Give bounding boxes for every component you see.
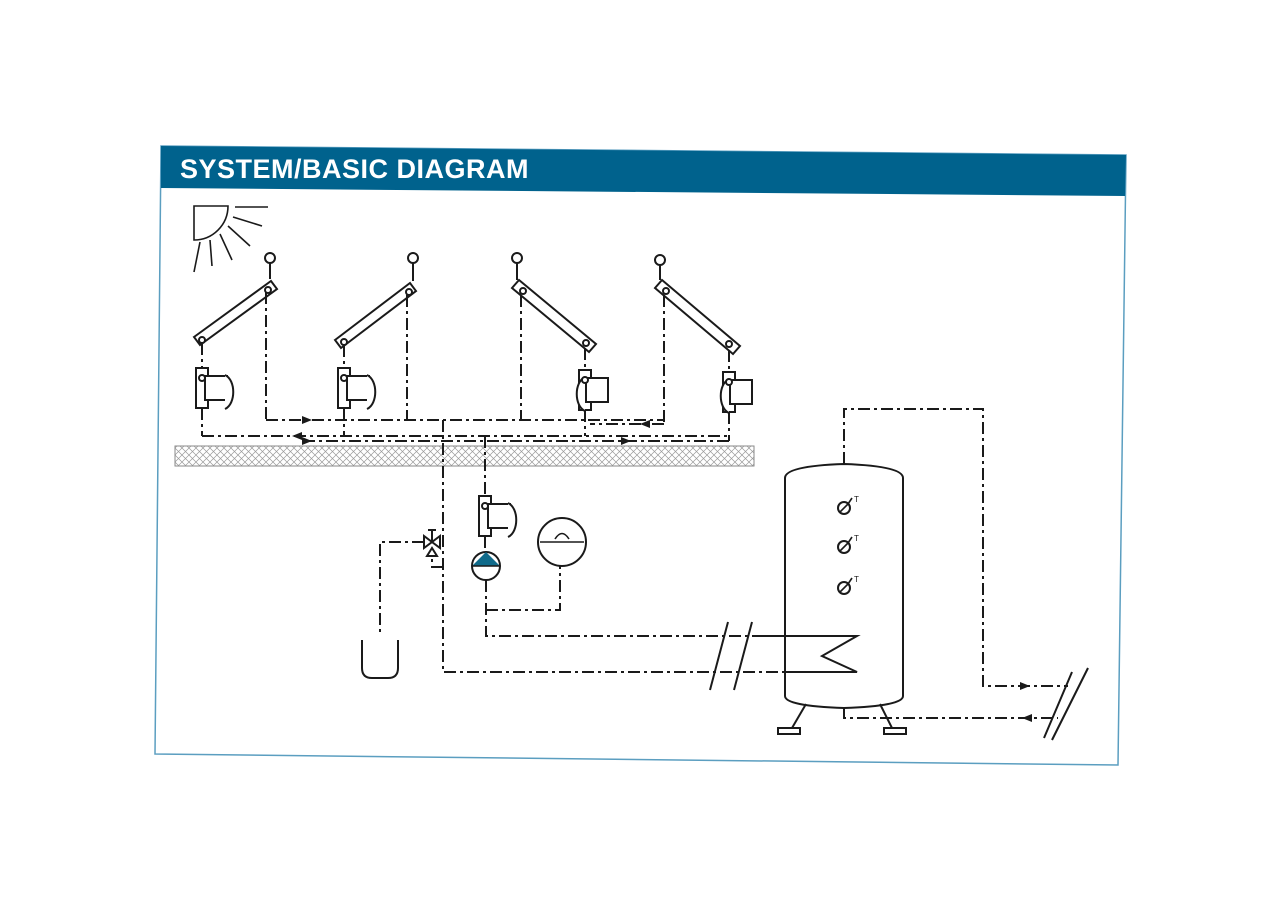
pump-icon — [471, 551, 501, 581]
collection-container-icon — [361, 640, 399, 679]
solar-collector-icon — [653, 254, 742, 356]
pipe-break-icon — [709, 621, 1089, 741]
solar-collector-icon — [333, 252, 419, 350]
hot-water-pipe — [843, 408, 1068, 687]
return-header-pipe — [266, 419, 664, 425]
svg-text:T: T — [854, 575, 859, 584]
solar-collector-icon — [192, 252, 279, 347]
temperature-sensor-icon: T — [837, 495, 859, 515]
valve-icon — [337, 367, 377, 410]
valve-icon — [719, 371, 753, 414]
valve-icon — [478, 495, 518, 538]
expansion-vessel-icon — [537, 517, 587, 567]
temperature-sensor-icon: T — [837, 575, 859, 595]
flow-arrow — [1020, 682, 1030, 690]
heat-exchanger-icon — [752, 635, 861, 673]
flow-arrows — [292, 416, 650, 445]
roof-insulation — [174, 445, 755, 467]
solar-collector-icon — [510, 252, 598, 354]
temperature-sensor-icon: T — [837, 534, 859, 554]
sun-icon — [193, 205, 268, 273]
title-bar — [161, 146, 1126, 196]
svg-text:T: T — [854, 495, 859, 504]
flow-header-pipe — [202, 435, 729, 442]
diagram-title: SYSTEM/BASIC DIAGRAM — [180, 154, 529, 184]
valve-icon — [575, 369, 609, 412]
flow-arrow — [1022, 714, 1032, 722]
svg-text:T: T — [854, 534, 859, 543]
cold-water-pipe — [843, 708, 1058, 719]
